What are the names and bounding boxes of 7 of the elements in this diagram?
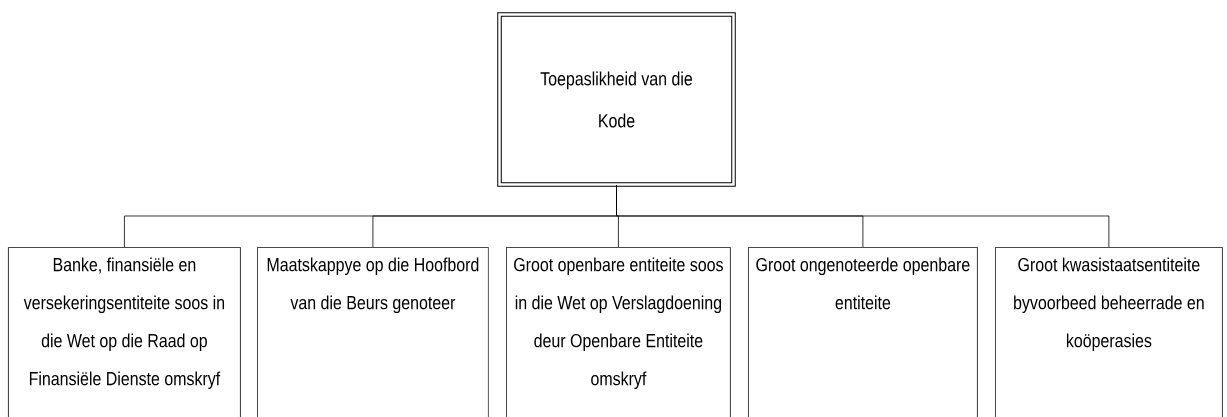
category-box: Groot ongenoteerde openbare entiteite: [748, 247, 978, 417]
category-box: Banke, finansiële en versekeringsentiteite soos in die Wet op die Raad op Finansiële Dienste omskryf: [8, 247, 241, 417]
category-box: Maatskappye op die Hoofbord van die Beurs genoteer: [257, 247, 489, 417]
category-box: Groot kwasistaatsentiteite byvoorbeed beheerrade en koöperasies: [995, 247, 1223, 417]
category-box: Groot openbare entiteite soos in die Wet op Verslagdoening deur Openbare Entiteite omskryf: [506, 247, 731, 417]
title-box: Toepaslikheid van die Kode: [497, 12, 736, 187]
connector: [616, 184, 1110, 248]
